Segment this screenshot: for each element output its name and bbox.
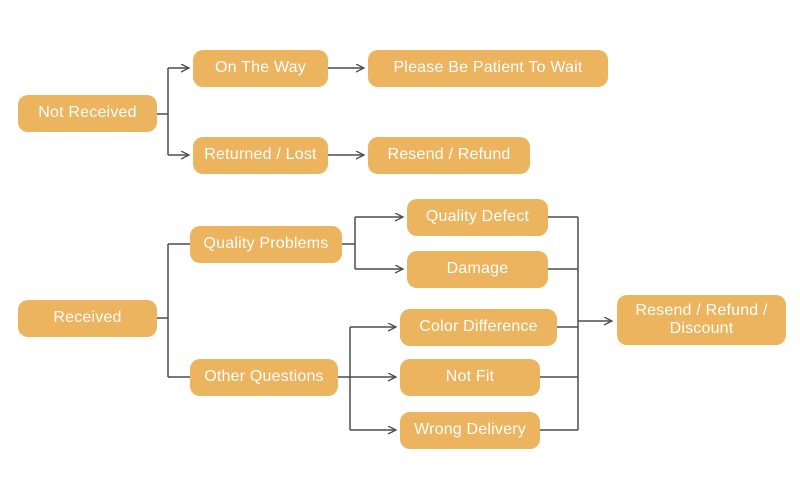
- node-returned-lost: Returned / Lost: [193, 137, 328, 174]
- node-not-received: Not Received: [18, 95, 157, 132]
- connector-quality-problems-trunk: [342, 217, 356, 269]
- node-wrong-delivery: Wrong Delivery: [400, 412, 540, 449]
- connector-received-trunk: [157, 244, 169, 377]
- node-please-be-patient-to-wait: Please Be Patient To Wait: [368, 50, 608, 87]
- node-quality-defect: Quality Defect: [407, 199, 548, 236]
- node-resend-refund: Resend / Refund: [368, 137, 530, 174]
- node-received: Received: [18, 300, 157, 337]
- node-on-the-way: On The Way: [193, 50, 328, 87]
- node-quality-problems: Quality Problems: [190, 226, 342, 263]
- node-other-questions: Other Questions: [190, 359, 338, 396]
- node-color-difference: Color Difference: [400, 309, 557, 346]
- connector-not-received-trunk: [157, 68, 169, 155]
- connector-other-questions-trunk: [338, 327, 351, 430]
- node-not-fit: Not Fit: [400, 359, 540, 396]
- node-resend-refund-discount: Resend / Refund / Discount: [617, 295, 786, 345]
- node-damage: Damage: [407, 251, 548, 288]
